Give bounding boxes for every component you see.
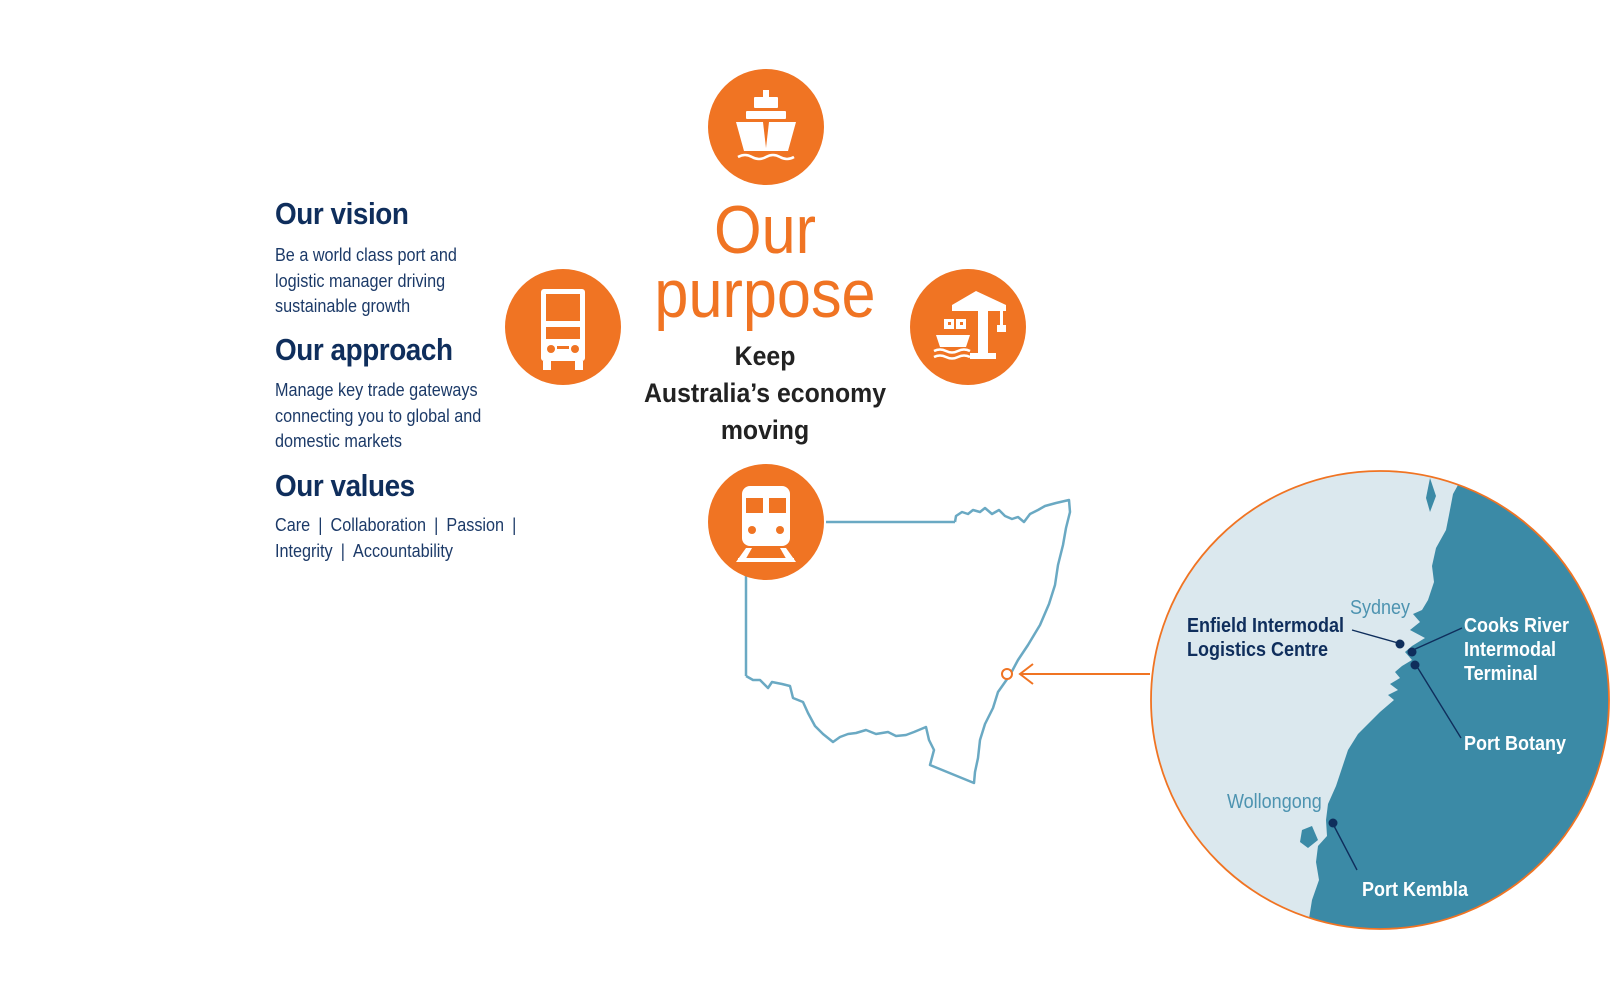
label-cooks-river-line: Intermodal <box>1464 639 1557 661</box>
value-separator: | <box>512 515 517 535</box>
port-botany-dot <box>1410 660 1420 670</box>
train-circle <box>708 464 824 580</box>
label-port-kembla: Port Kembla <box>1362 879 1469 901</box>
value-item: Integrity <box>275 540 333 561</box>
label-enfield-line: Enfield Intermodal <box>1187 615 1345 637</box>
purpose-mission: Keep Australia’s economy moving <box>613 338 917 449</box>
mission-line: moving <box>720 415 810 445</box>
approach-line: domestic markets <box>275 431 402 451</box>
leader-line <box>1332 823 1358 871</box>
arrow-connector <box>1018 663 1150 685</box>
vision-line: Be a world class port and <box>275 245 457 265</box>
leader-line <box>1415 664 1462 739</box>
vision-text: Be a world class port and logistic manag… <box>275 243 457 320</box>
location-marker <box>1001 668 1013 680</box>
sea-area <box>1308 471 1609 929</box>
vision-line: sustainable growth <box>275 296 411 316</box>
approach-text: Manage key trade gateways connecting you… <box>275 378 481 455</box>
label-cooks-river-line: Terminal <box>1464 663 1538 685</box>
vision-line: logistic manager driving <box>275 270 446 291</box>
purpose-title-line: purpose <box>654 256 876 332</box>
purpose-title-line: Our <box>713 192 817 268</box>
approach-line: connecting you to global and <box>275 405 482 426</box>
mission-line: Keep <box>734 341 796 371</box>
ship-circle <box>708 69 824 185</box>
label-enfield: Enfield Intermodal Logistics Centre <box>1187 614 1344 662</box>
nsw-outline <box>745 498 1072 785</box>
train-icon <box>736 486 796 562</box>
mission-line: Australia’s economy <box>643 378 887 408</box>
value-separator: | <box>318 515 323 535</box>
approach-heading: Our approach <box>275 332 453 367</box>
city-label-wollongong: Wollongong <box>1227 791 1322 813</box>
ship-icon <box>736 90 796 161</box>
label-cooks-river-line: Cooks River <box>1464 615 1570 637</box>
value-item: Passion <box>446 515 505 535</box>
inset-border <box>1150 470 1610 930</box>
enfield-dot <box>1395 639 1405 649</box>
value-separator: | <box>340 540 345 561</box>
cooks-river-dot <box>1407 647 1417 657</box>
value-item: Care <box>275 515 311 535</box>
crane-icon <box>933 291 1006 360</box>
purpose-title: Our purpose <box>626 192 905 332</box>
vision-heading: Our vision <box>275 196 409 231</box>
truck-icon <box>541 289 585 370</box>
label-cooks-river: Cooks River Intermodal Terminal <box>1464 614 1569 686</box>
island-shape <box>1300 826 1318 848</box>
approach-line: Manage key trade gateways <box>275 380 478 400</box>
city-label-sydney: Sydney <box>1350 597 1411 619</box>
label-enfield-line: Logistics Centre <box>1187 639 1329 661</box>
leader-line <box>1351 629 1399 644</box>
value-item: Collaboration <box>330 515 427 535</box>
inset-map <box>1150 470 1610 930</box>
label-port-botany: Port Botany <box>1464 733 1567 755</box>
crane-circle <box>910 269 1026 385</box>
leader-line <box>1412 627 1463 651</box>
port-kembla-dot <box>1328 818 1338 828</box>
values-list: Care | Collaboration | Passion | Integrity | Ac… <box>275 513 524 564</box>
value-item: Accountability <box>353 540 454 561</box>
island-shape <box>1426 478 1436 512</box>
values-heading: Our values <box>275 468 415 503</box>
value-separator: | <box>434 515 439 535</box>
truck-circle <box>505 269 621 385</box>
